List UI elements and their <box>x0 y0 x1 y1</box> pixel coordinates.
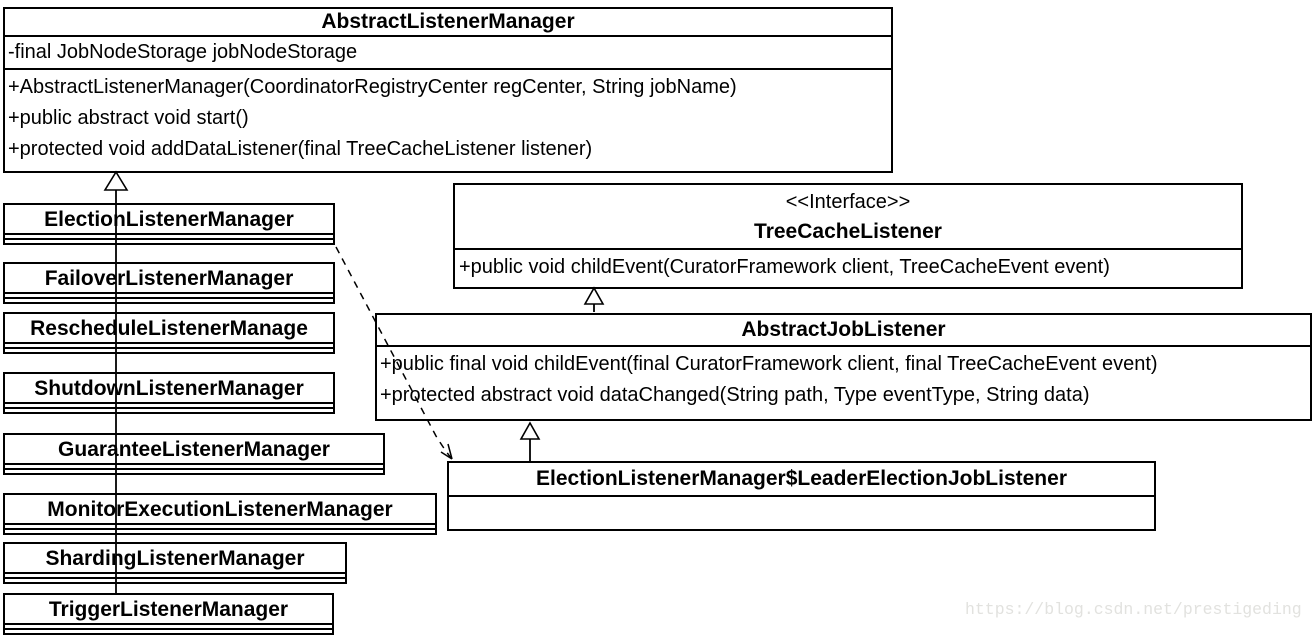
methods-compartment: +public final void childEvent(final Cura… <box>377 347 1310 419</box>
class-box-guarantee-listener-manager: GuaranteeListenerManager <box>3 433 385 475</box>
class-title: GuaranteeListenerManager <box>5 435 383 465</box>
empty-methods-compartment <box>5 630 332 633</box>
empty-attributes-compartment <box>5 465 383 470</box>
inheritance-triangle-icon <box>519 421 541 440</box>
dependency-arrowhead-icon <box>440 443 453 460</box>
class-title: ShardingListenerManager <box>5 544 345 574</box>
class-box-trigger-listener-manager: TriggerListenerManager <box>3 593 334 635</box>
empty-attributes-compartment <box>5 525 435 530</box>
empty-attributes-compartment <box>5 404 333 409</box>
empty-methods-compartment <box>5 349 333 352</box>
method-line: +AbstractListenerManager(CoordinatorRegi… <box>8 76 737 98</box>
empty-attributes-compartment <box>5 235 333 240</box>
interface-stereotype: <<Interface>> <box>785 191 911 213</box>
class-title: FailoverListenerManager <box>5 264 333 294</box>
method-line: +public void childEvent(CuratorFramework… <box>459 256 1110 278</box>
method-line: +public final void childEvent(final Cura… <box>380 353 1158 375</box>
class-box-reschedule-listener-manager: RescheduleListenerManage <box>3 312 335 354</box>
method-line: +protected abstract void dataChanged(Str… <box>380 384 1090 406</box>
interface-header: <<Interface>> TreeCacheListener <box>455 185 1241 250</box>
class-title: ElectionListenerManager$LeaderElectionJo… <box>449 463 1154 497</box>
class-box-abstract-listener-manager: AbstractListenerManager -final JobNodeSt… <box>3 7 893 173</box>
class-title: ShutdownListenerManager <box>5 374 333 404</box>
inheritance-triangle-icon <box>103 170 129 191</box>
class-title: AbstractListenerManager <box>5 9 891 37</box>
empty-attributes-compartment <box>5 625 332 630</box>
empty-methods-compartment <box>5 470 383 473</box>
watermark-url: https://blog.csdn.net/prestigeding <box>965 600 1302 619</box>
class-title: AbstractJobListener <box>377 315 1310 347</box>
class-title: TriggerListenerManager <box>5 595 332 625</box>
interface-box-tree-cache-listener: <<Interface>> TreeCacheListener +public … <box>453 183 1243 289</box>
class-box-shutdown-listener-manager: ShutdownListenerManager <box>3 372 335 414</box>
class-box-failover-listener-manager: FailoverListenerManager <box>3 262 335 304</box>
interface-title: TreeCacheListener <box>754 220 942 243</box>
empty-methods-compartment <box>5 240 333 243</box>
class-title: ElectionListenerManager <box>5 205 333 235</box>
class-title: RescheduleListenerManage <box>5 314 333 344</box>
empty-attributes-compartment <box>5 574 345 579</box>
empty-methods-compartment <box>5 299 333 302</box>
empty-attributes-compartment <box>5 344 333 349</box>
methods-compartment: +public void childEvent(CuratorFramework… <box>455 250 1241 287</box>
empty-compartment <box>449 497 1154 529</box>
class-box-election-listener-manager: ElectionListenerManager <box>3 203 335 245</box>
empty-attributes-compartment <box>5 294 333 299</box>
class-title: MonitorExecutionListenerManager <box>5 495 435 525</box>
method-line: +public abstract void start() <box>8 107 249 129</box>
empty-methods-compartment <box>5 530 435 533</box>
attribute-line: -final JobNodeStorage jobNodeStorage <box>8 41 358 63</box>
methods-compartment: +AbstractListenerManager(CoordinatorRegi… <box>5 70 891 171</box>
class-box-leader-election-job-listener: ElectionListenerManager$LeaderElectionJo… <box>447 461 1156 531</box>
class-box-abstract-job-listener: AbstractJobListener +public final void c… <box>375 313 1312 421</box>
method-line: +protected void addDataListener(final Tr… <box>8 138 593 160</box>
empty-methods-compartment <box>5 409 333 412</box>
attributes-compartment: -final JobNodeStorage jobNodeStorage <box>5 37 891 70</box>
inheritance-triangle-icon <box>583 286 605 305</box>
empty-methods-compartment <box>5 579 345 582</box>
class-box-monitor-execution-listener-manager: MonitorExecutionListenerManager <box>3 493 437 535</box>
class-box-sharding-listener-manager: ShardingListenerManager <box>3 542 347 584</box>
